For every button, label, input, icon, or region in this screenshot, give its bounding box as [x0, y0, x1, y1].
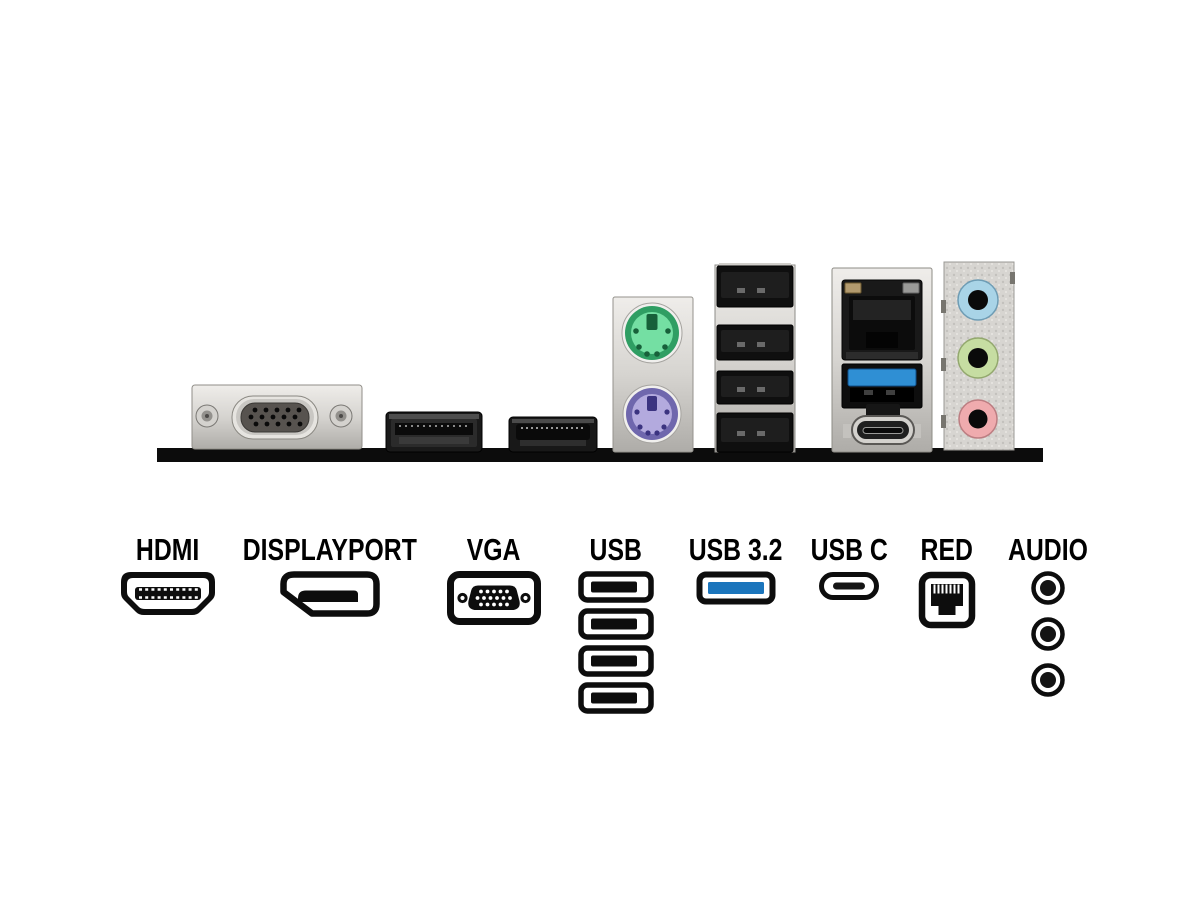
vga-port-photo	[191, 384, 363, 450]
port-legend-displayport: DISPLAYPORT	[243, 534, 417, 617]
displayport-icon	[280, 571, 380, 617]
usbc-icon	[819, 572, 879, 600]
port-legend-red: RED	[867, 534, 1027, 629]
usb-port-icon	[578, 608, 654, 640]
port-label-red: RED	[920, 532, 974, 567]
port-label-usb32: USB 3.2	[689, 532, 783, 567]
rj45-icon	[918, 571, 976, 629]
usb-icon	[578, 571, 654, 719]
port-label-hdmi: HDMI	[136, 532, 200, 567]
pcb-edge-bar	[157, 448, 1043, 462]
port-legend-usb: USB	[536, 534, 696, 719]
port-legend-usb32: USB 3.2	[656, 534, 816, 605]
port-label-displayport: DISPLAYPORT	[242, 532, 418, 567]
displayport-photo	[385, 411, 483, 453]
port-legend-hdmi: HDMI	[88, 534, 248, 617]
usb-stack-photo	[714, 263, 796, 453]
port-label-usbc: USB C	[810, 532, 888, 567]
port-label-audio: AUDIO	[1008, 532, 1088, 567]
lan-usb-block-photo	[831, 267, 933, 453]
ps2-ports-photo	[612, 296, 694, 453]
port-label-vga: VGA	[467, 532, 521, 567]
hdmi-port-photo	[508, 416, 598, 453]
port-legend: HDMI DISPLAYPORT VGA	[0, 0, 1200, 714]
port-legend-vga: VGA	[414, 534, 574, 625]
hdmi-icon	[121, 572, 215, 615]
io-panel-photo	[157, 261, 1043, 462]
usb-port-icon	[578, 682, 654, 714]
usb-port-icon	[578, 645, 654, 677]
port-legend-usbc: USB C	[769, 534, 929, 601]
vga-icon	[447, 571, 541, 625]
audio-jacks-photo	[941, 261, 1015, 451]
audio-jacks-icon	[1031, 571, 1065, 697]
port-label-usb: USB	[589, 532, 643, 567]
port-legend-audio: AUDIO	[968, 534, 1128, 699]
usb-port-icon	[578, 571, 654, 603]
usb32-icon	[696, 571, 776, 605]
